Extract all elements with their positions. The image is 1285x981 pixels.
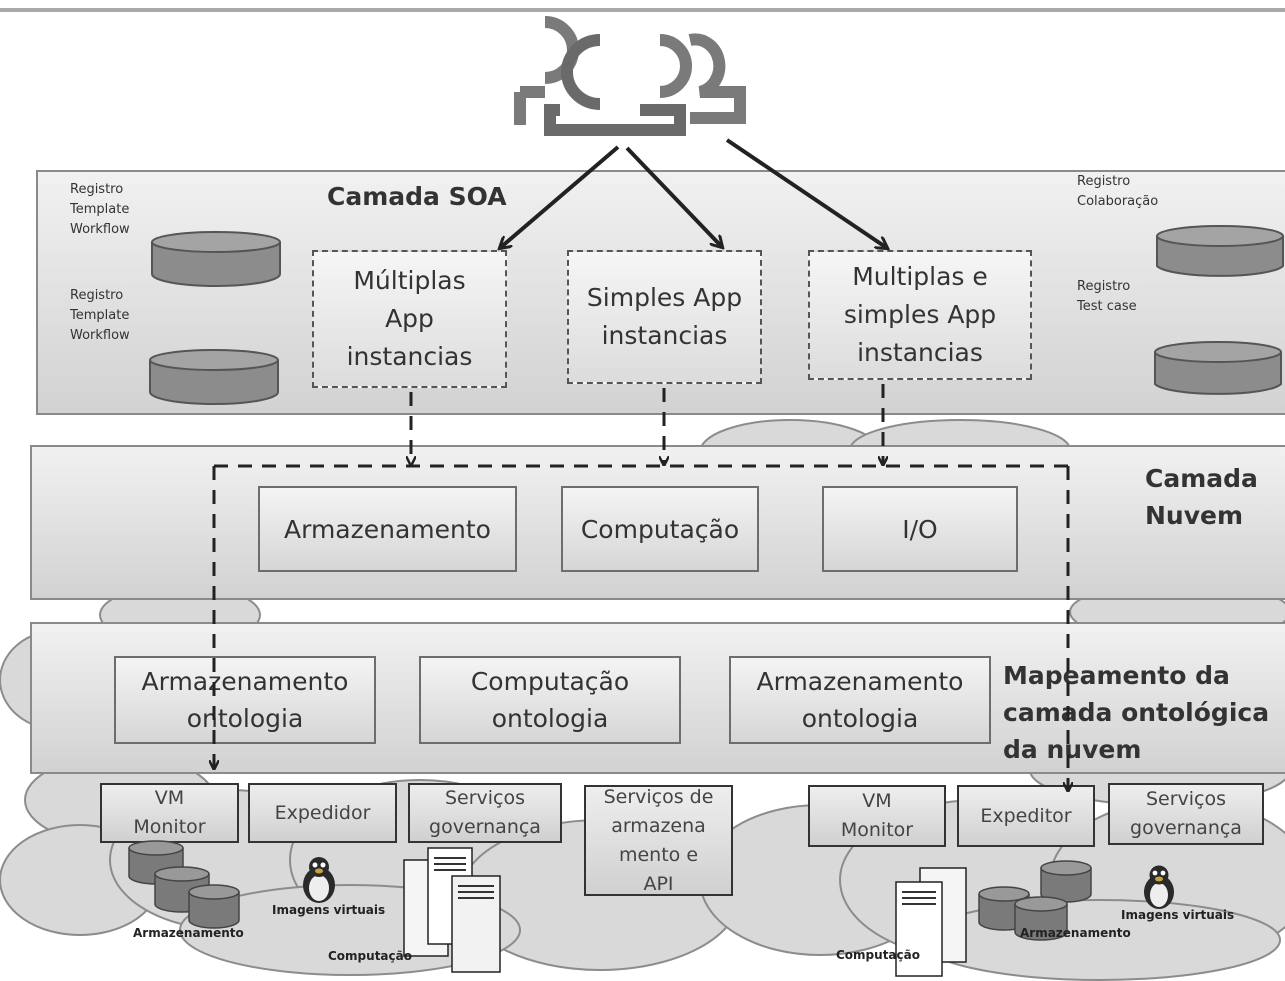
database-icon (151, 231, 281, 287)
database-icon (149, 349, 279, 405)
cloud-box-compute: Computação (561, 486, 759, 572)
dispatcher-left: Expedidor (248, 783, 397, 843)
database-icon (1156, 225, 1284, 277)
cloud-layer-title: Camada Nuvem (1145, 464, 1258, 530)
server-icon (403, 847, 501, 973)
linux-penguin-icon (303, 857, 335, 903)
cloud-box-io: I/O (822, 486, 1018, 572)
instance-box-multiple-simple: Multiplas e simples App instancias (808, 250, 1032, 380)
soa-layer-title: Camada SOA (327, 182, 507, 211)
ontology-box-storage-1: Armazenamento ontologia (114, 656, 376, 744)
database-icon (978, 860, 1092, 941)
images-label-right: Imagens virtuais (1121, 908, 1235, 922)
images-label-left: Imagens virtuais (272, 903, 386, 917)
registry-label-left-1: Registro Template Workflow (70, 182, 130, 237)
storage-label-right: Armazenamento (1020, 926, 1131, 940)
compute-label-left: Computação (328, 949, 412, 963)
top-divider (0, 8, 1285, 12)
registry-label-right-2: Registro Test case (1077, 279, 1137, 314)
instance-box-multiple: Múltiplas App instancias (312, 250, 507, 388)
storage-api-services: Serviços de armazena mento e API (584, 785, 733, 896)
registry-label-right-1: Registro Colaboração (1077, 174, 1159, 209)
server-icon (895, 867, 967, 977)
ontology-box-storage-2: Armazenamento ontologia (729, 656, 991, 744)
instance-box-simple: Simples App instancias (567, 250, 762, 384)
ontology-box-compute: Computação ontologia (419, 656, 681, 744)
dispatcher-right: Expeditor (957, 785, 1095, 847)
users-group-icon (514, 16, 746, 136)
storage-label-left: Armazenamento (133, 926, 244, 940)
compute-label-right: Computação (836, 948, 920, 962)
vm-monitor-left: VM Monitor (100, 783, 239, 843)
cloud-box-storage: Armazenamento (258, 486, 517, 572)
governance-services-right: Serviços governança (1108, 783, 1264, 845)
database-icon (1154, 341, 1282, 395)
registry-label-left-2: Registro Template Workflow (70, 288, 130, 343)
mapping-layer-title: Mapeamento da camada ontológica da nuvem (1003, 661, 1270, 764)
vm-monitor-right: VM Monitor (808, 785, 946, 847)
database-icon (128, 840, 240, 929)
governance-services-left: Serviços governança (408, 783, 562, 843)
linux-penguin-icon (1144, 865, 1174, 909)
